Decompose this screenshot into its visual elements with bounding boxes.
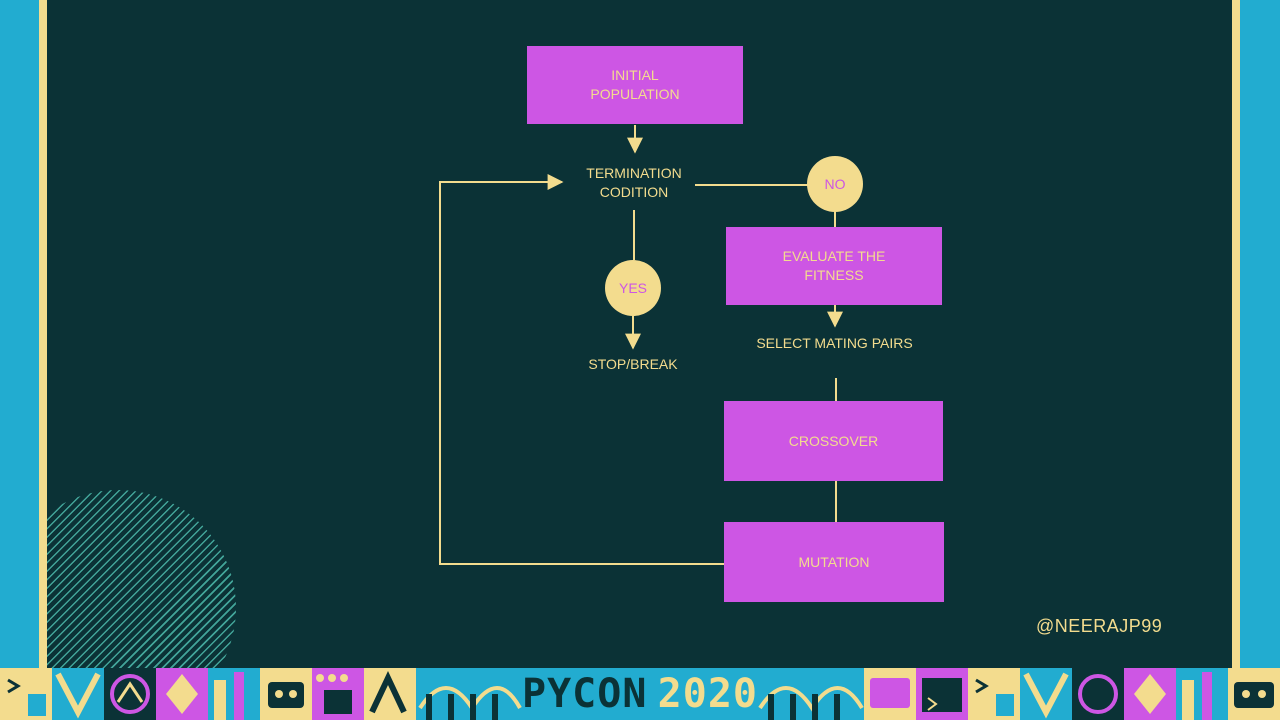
footer-tiles-left (0, 668, 522, 720)
pycon-2020-logo: PYCON 2020 (522, 668, 758, 720)
left-frame-border (0, 0, 39, 668)
stop-break-label: STOP/BREAK (588, 356, 678, 372)
slide-canvas: INITIAL POPULATION TERMINATION CODITION … (47, 0, 1232, 668)
left-cream-stripe (39, 0, 47, 668)
footer-pattern-graphic (0, 668, 1280, 720)
pycon-word: PYCON (522, 671, 648, 717)
evaluate-fitness-box: EVALUATE THE FITNESS (726, 227, 942, 305)
author-handle: @NEERAJP99 (1036, 616, 1163, 636)
footer-tiles-right (758, 668, 1280, 720)
no-decision-circle: NO (807, 156, 863, 212)
select-mating-pairs-label: SELECT MATING PAIRS (756, 335, 913, 351)
right-cream-stripe (1232, 0, 1240, 668)
yes-decision-circle: YES (605, 260, 661, 316)
right-frame-border (1240, 0, 1280, 668)
initial-population-box: INITIAL POPULATION (527, 46, 743, 124)
arrow-mutation-loop-back (439, 174, 724, 565)
crossover-box: CROSSOVER (724, 401, 943, 481)
termination-condition-label: TERMINATION CODITION (586, 165, 682, 200)
pycon-year: 2020 (657, 671, 758, 717)
mutation-box: MUTATION (724, 522, 944, 602)
